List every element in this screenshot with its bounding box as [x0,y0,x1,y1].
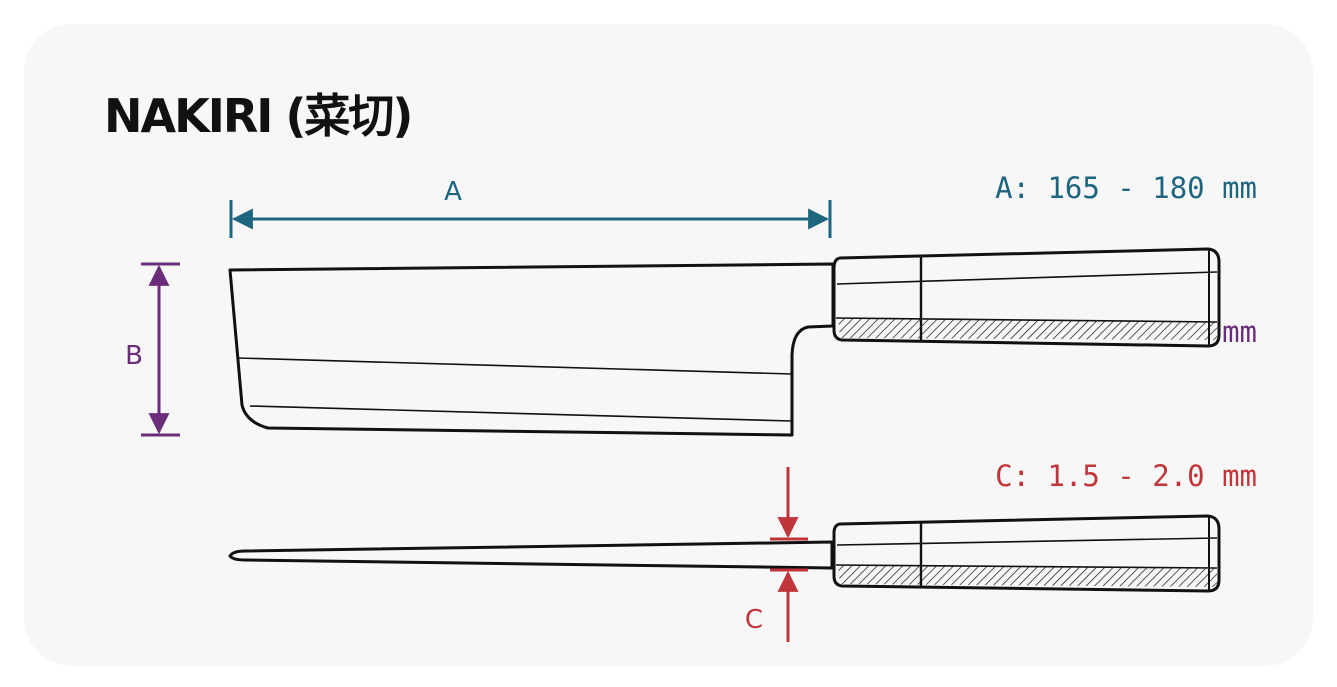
dimension-a: A [229,177,832,238]
handle-top-hatch [838,565,1217,587]
dimension-a-label: A [444,177,462,207]
dimension-b: B [125,262,180,437]
knife-side-view [228,247,1221,437]
dimension-b-label: B [125,341,143,371]
blade-edge-line [249,405,793,422]
blade-bevel-line [237,357,793,375]
dimension-c-label: C [745,605,763,635]
legend-c: C: 1.5 - 2.0 mm [995,459,1257,493]
handle-hatch [838,318,1217,340]
page-title: NAKIRI (菜切) [104,89,413,143]
blade [228,262,835,437]
blade-spine [228,540,834,570]
dimension-c: C [745,467,808,642]
knife-top-view [228,514,1221,593]
legend-a: A: 165 - 180 mm [995,171,1257,205]
